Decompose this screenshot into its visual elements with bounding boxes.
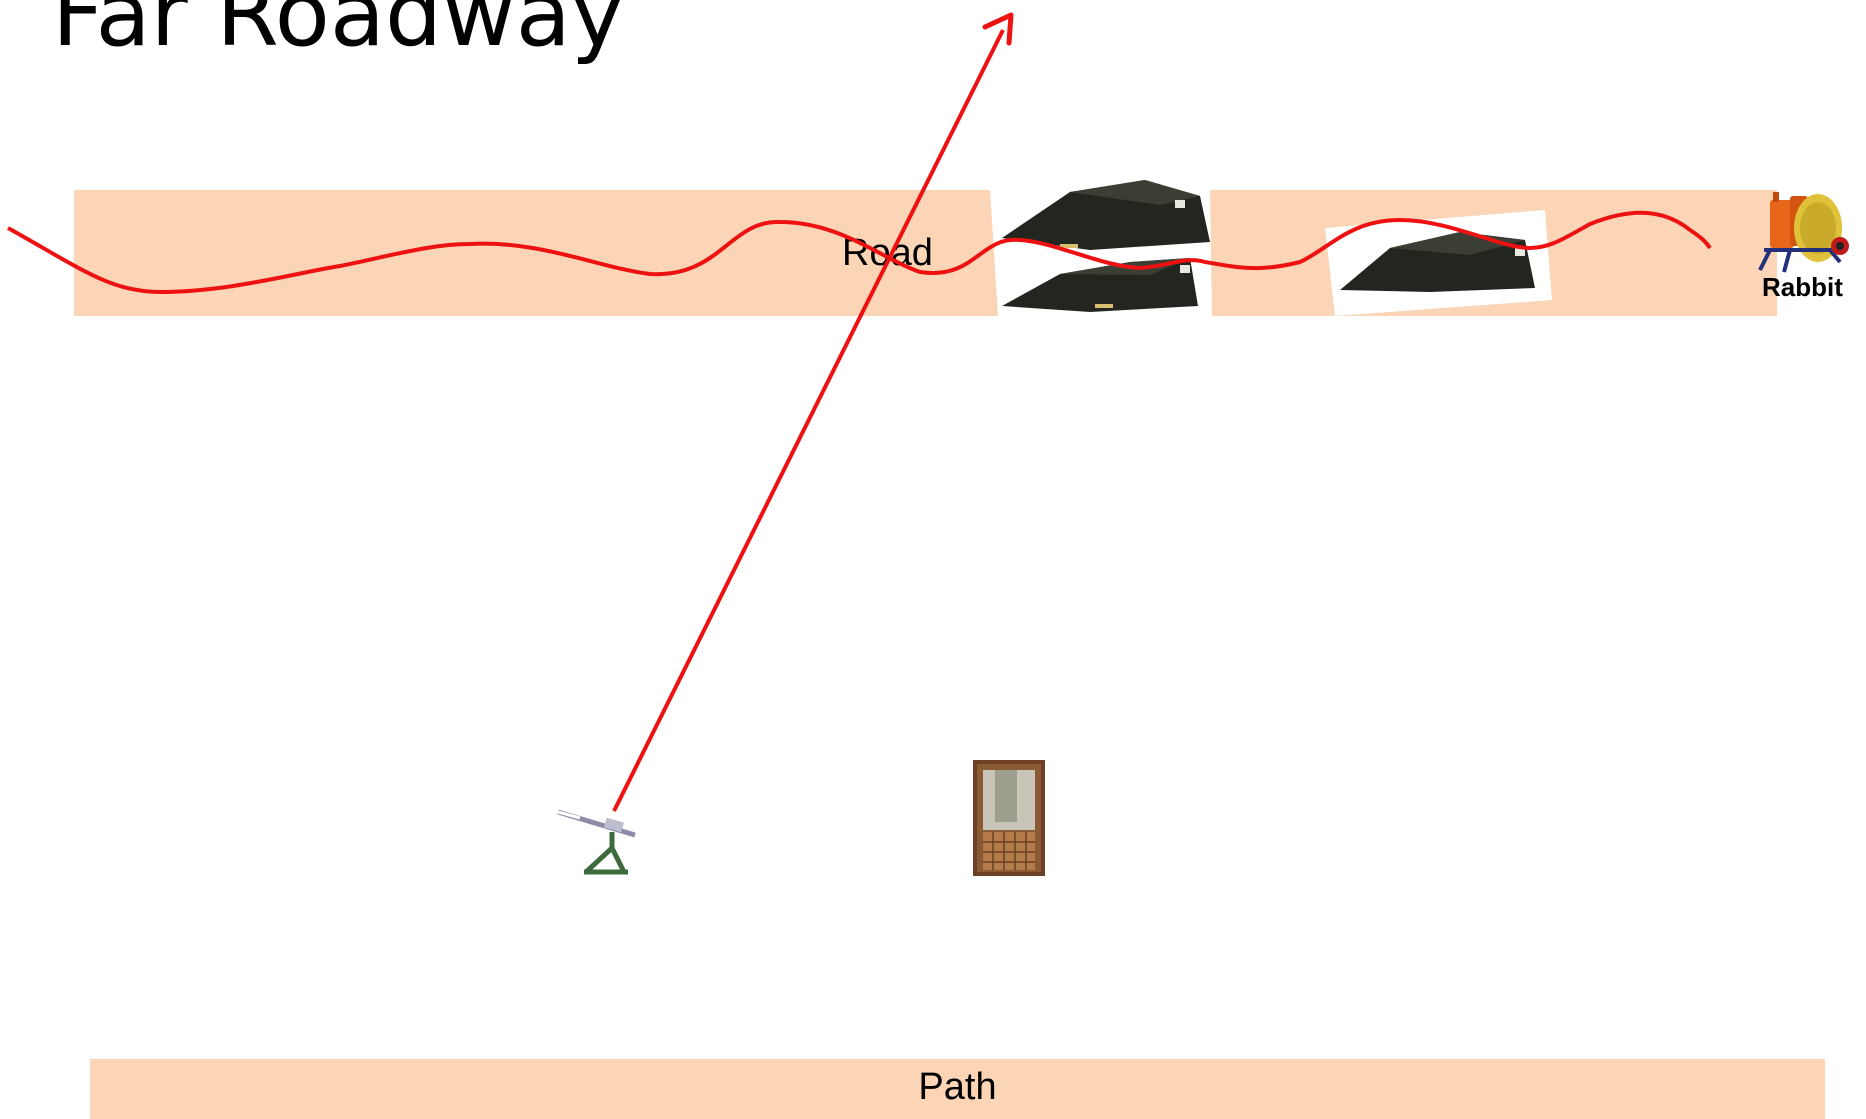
trajectory-line — [614, 30, 1003, 811]
clay-trap-icon — [558, 812, 635, 872]
shooting-cage-icon — [975, 762, 1043, 874]
rabbit-trap-machine-icon — [1760, 192, 1849, 272]
